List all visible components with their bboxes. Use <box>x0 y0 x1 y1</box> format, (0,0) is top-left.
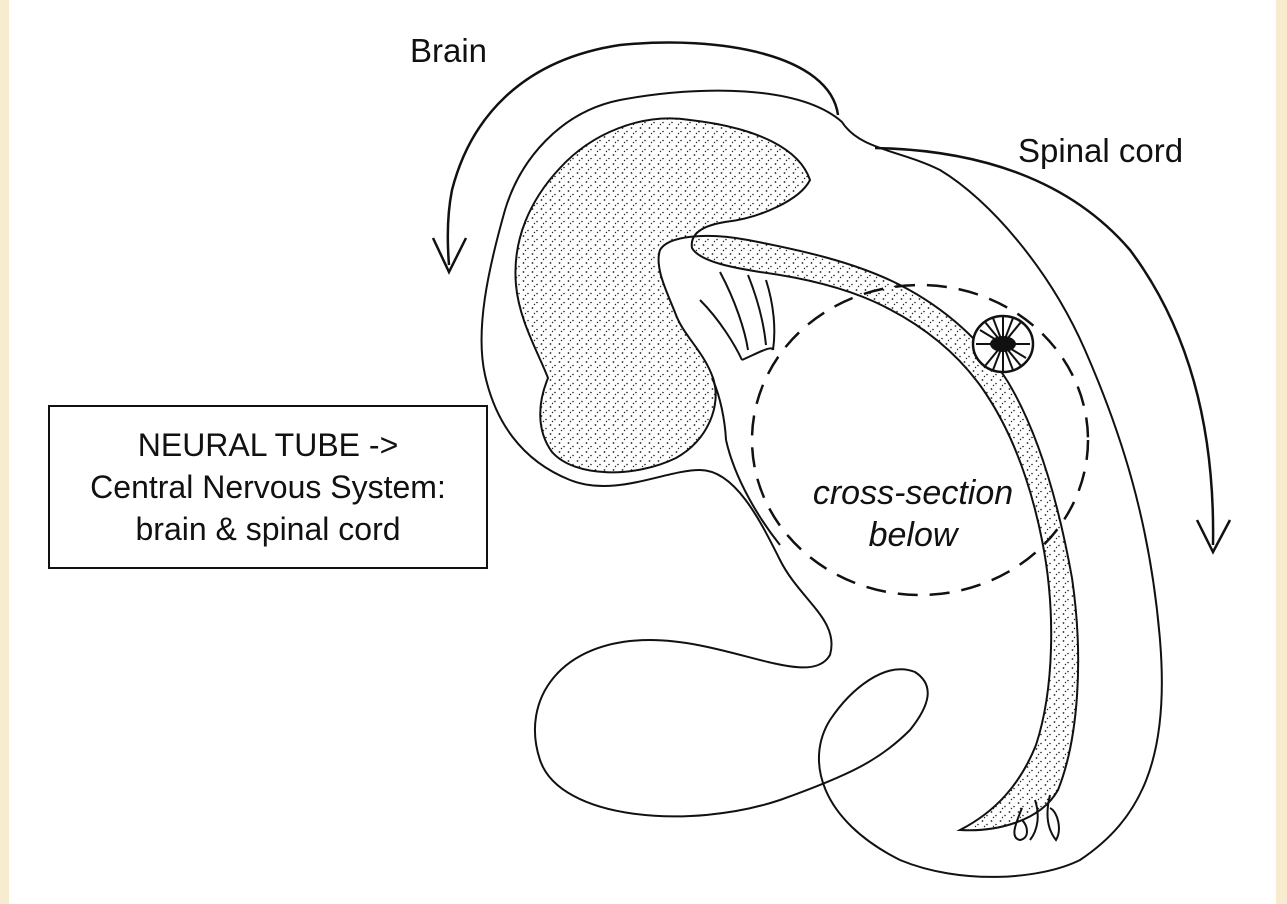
cross-section-label-line2: below <box>783 514 1043 556</box>
neural-tube-note-box: NEURAL TUBE -> Central Nervous System: b… <box>48 405 488 569</box>
note-line-1: NEURAL TUBE -> <box>138 424 399 466</box>
note-line-3: brain & spinal cord <box>135 508 400 550</box>
note-line-2: Central Nervous System: <box>90 466 446 508</box>
brain-label: Brain <box>410 32 487 70</box>
spinal-cord-label: Spinal cord <box>1018 132 1183 170</box>
cross-section-marker <box>973 316 1033 372</box>
cross-section-label-line1: cross-section <box>783 472 1043 514</box>
cross-section-label: cross-section below <box>783 472 1043 556</box>
